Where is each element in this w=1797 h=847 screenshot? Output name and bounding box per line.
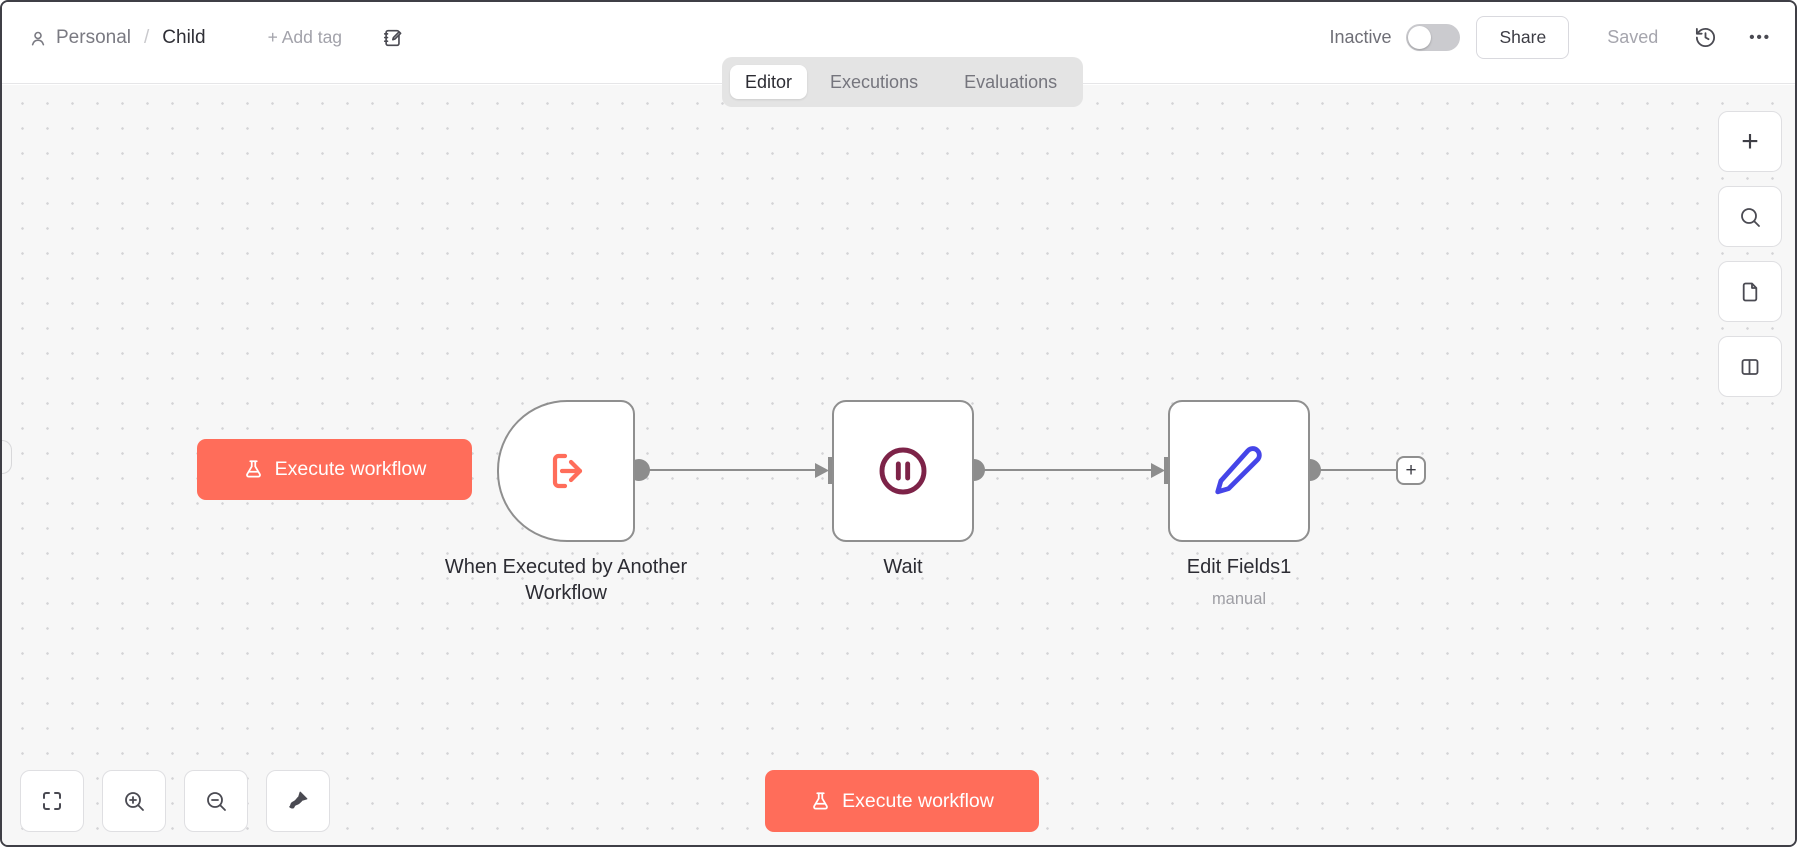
split-panel-icon	[1741, 358, 1759, 375]
workflow-canvas[interactable]: Execute workflow	[2, 85, 1795, 845]
connection-wait-to-edit[interactable]	[974, 469, 1160, 472]
pause-circle-icon	[879, 447, 927, 495]
zoom-out-icon	[207, 792, 226, 811]
share-button[interactable]: Share	[1476, 16, 1570, 59]
tab-evaluations[interactable]: Evaluations	[964, 71, 1058, 92]
tab-executions[interactable]: Executions	[830, 71, 919, 92]
zoom-out-button[interactable]	[184, 770, 248, 832]
execute-workflow-button-bottom[interactable]: Execute workflow	[765, 770, 1039, 832]
node-execute-workflow-trigger[interactable]	[497, 400, 635, 542]
flask-icon	[245, 460, 261, 478]
breadcrumb-separator: /	[144, 26, 150, 48]
canvas-right-toolbar: +	[1718, 111, 1782, 397]
zoom-to-fit-button[interactable]	[20, 770, 84, 832]
connection-trigger-to-wait[interactable]	[639, 469, 825, 472]
more-options-icon[interactable]: •••	[1749, 29, 1771, 46]
header-actions: Inactive Share Saved •••	[1329, 16, 1771, 59]
tidy-up-button[interactable]	[266, 770, 330, 832]
node-edit-fields[interactable]	[1168, 400, 1310, 542]
tab-editor[interactable]: Editor	[730, 65, 808, 99]
node-label-trigger: When Executed by Another Workflow	[444, 556, 688, 604]
node-label-wait: Wait	[883, 556, 923, 578]
activation-toggle[interactable]	[1406, 24, 1461, 51]
node-label-edit-fields: Edit Fields1	[1186, 556, 1292, 578]
log-out-arrow-icon	[552, 453, 583, 489]
activation-status-label: Inactive	[1329, 27, 1392, 47]
breadcrumb: Personal / Child + Add tag	[28, 27, 404, 49]
user-icon	[28, 28, 48, 48]
add-node-panel-button[interactable]: +	[1718, 111, 1782, 172]
toggle-panel-button[interactable]	[1718, 336, 1782, 397]
edit-note-icon[interactable]	[382, 27, 404, 49]
breadcrumb-project[interactable]: Personal	[56, 26, 131, 48]
zoom-to-fit-icon	[43, 792, 61, 810]
plus-icon: +	[1405, 460, 1417, 481]
connection-edit-to-add[interactable]	[1310, 469, 1398, 472]
paintbrush-icon	[289, 791, 308, 809]
history-icon[interactable]	[1694, 26, 1717, 49]
panel-handle[interactable]	[2, 440, 12, 474]
canvas-zoom-controls	[20, 770, 330, 832]
save-status: Saved	[1607, 27, 1659, 47]
execute-workflow-button[interactable]: Execute workflow	[197, 439, 472, 500]
file-icon	[1742, 282, 1758, 301]
add-node-button[interactable]: +	[1396, 456, 1426, 485]
search-button[interactable]	[1718, 186, 1782, 247]
node-wait[interactable]	[832, 400, 974, 542]
toggle-knob	[1408, 26, 1432, 49]
zoom-in-icon	[125, 792, 144, 811]
execute-workflow-label: Execute workflow	[274, 458, 427, 480]
add-tag-button[interactable]: + Add tag	[267, 27, 343, 47]
zoom-in-button[interactable]	[102, 770, 166, 832]
execute-workflow-label: Execute workflow	[842, 789, 994, 812]
pencil-icon	[1215, 446, 1262, 495]
workflow-name[interactable]: Child	[162, 26, 206, 48]
view-tabs: Editor Executions Evaluations	[722, 57, 1083, 107]
flask-icon	[813, 791, 828, 810]
plus-icon: +	[1741, 124, 1759, 158]
sticky-note-button[interactable]	[1718, 261, 1782, 322]
search-icon	[1741, 207, 1760, 227]
node-subtitle-edit-fields: manual	[1211, 590, 1267, 608]
